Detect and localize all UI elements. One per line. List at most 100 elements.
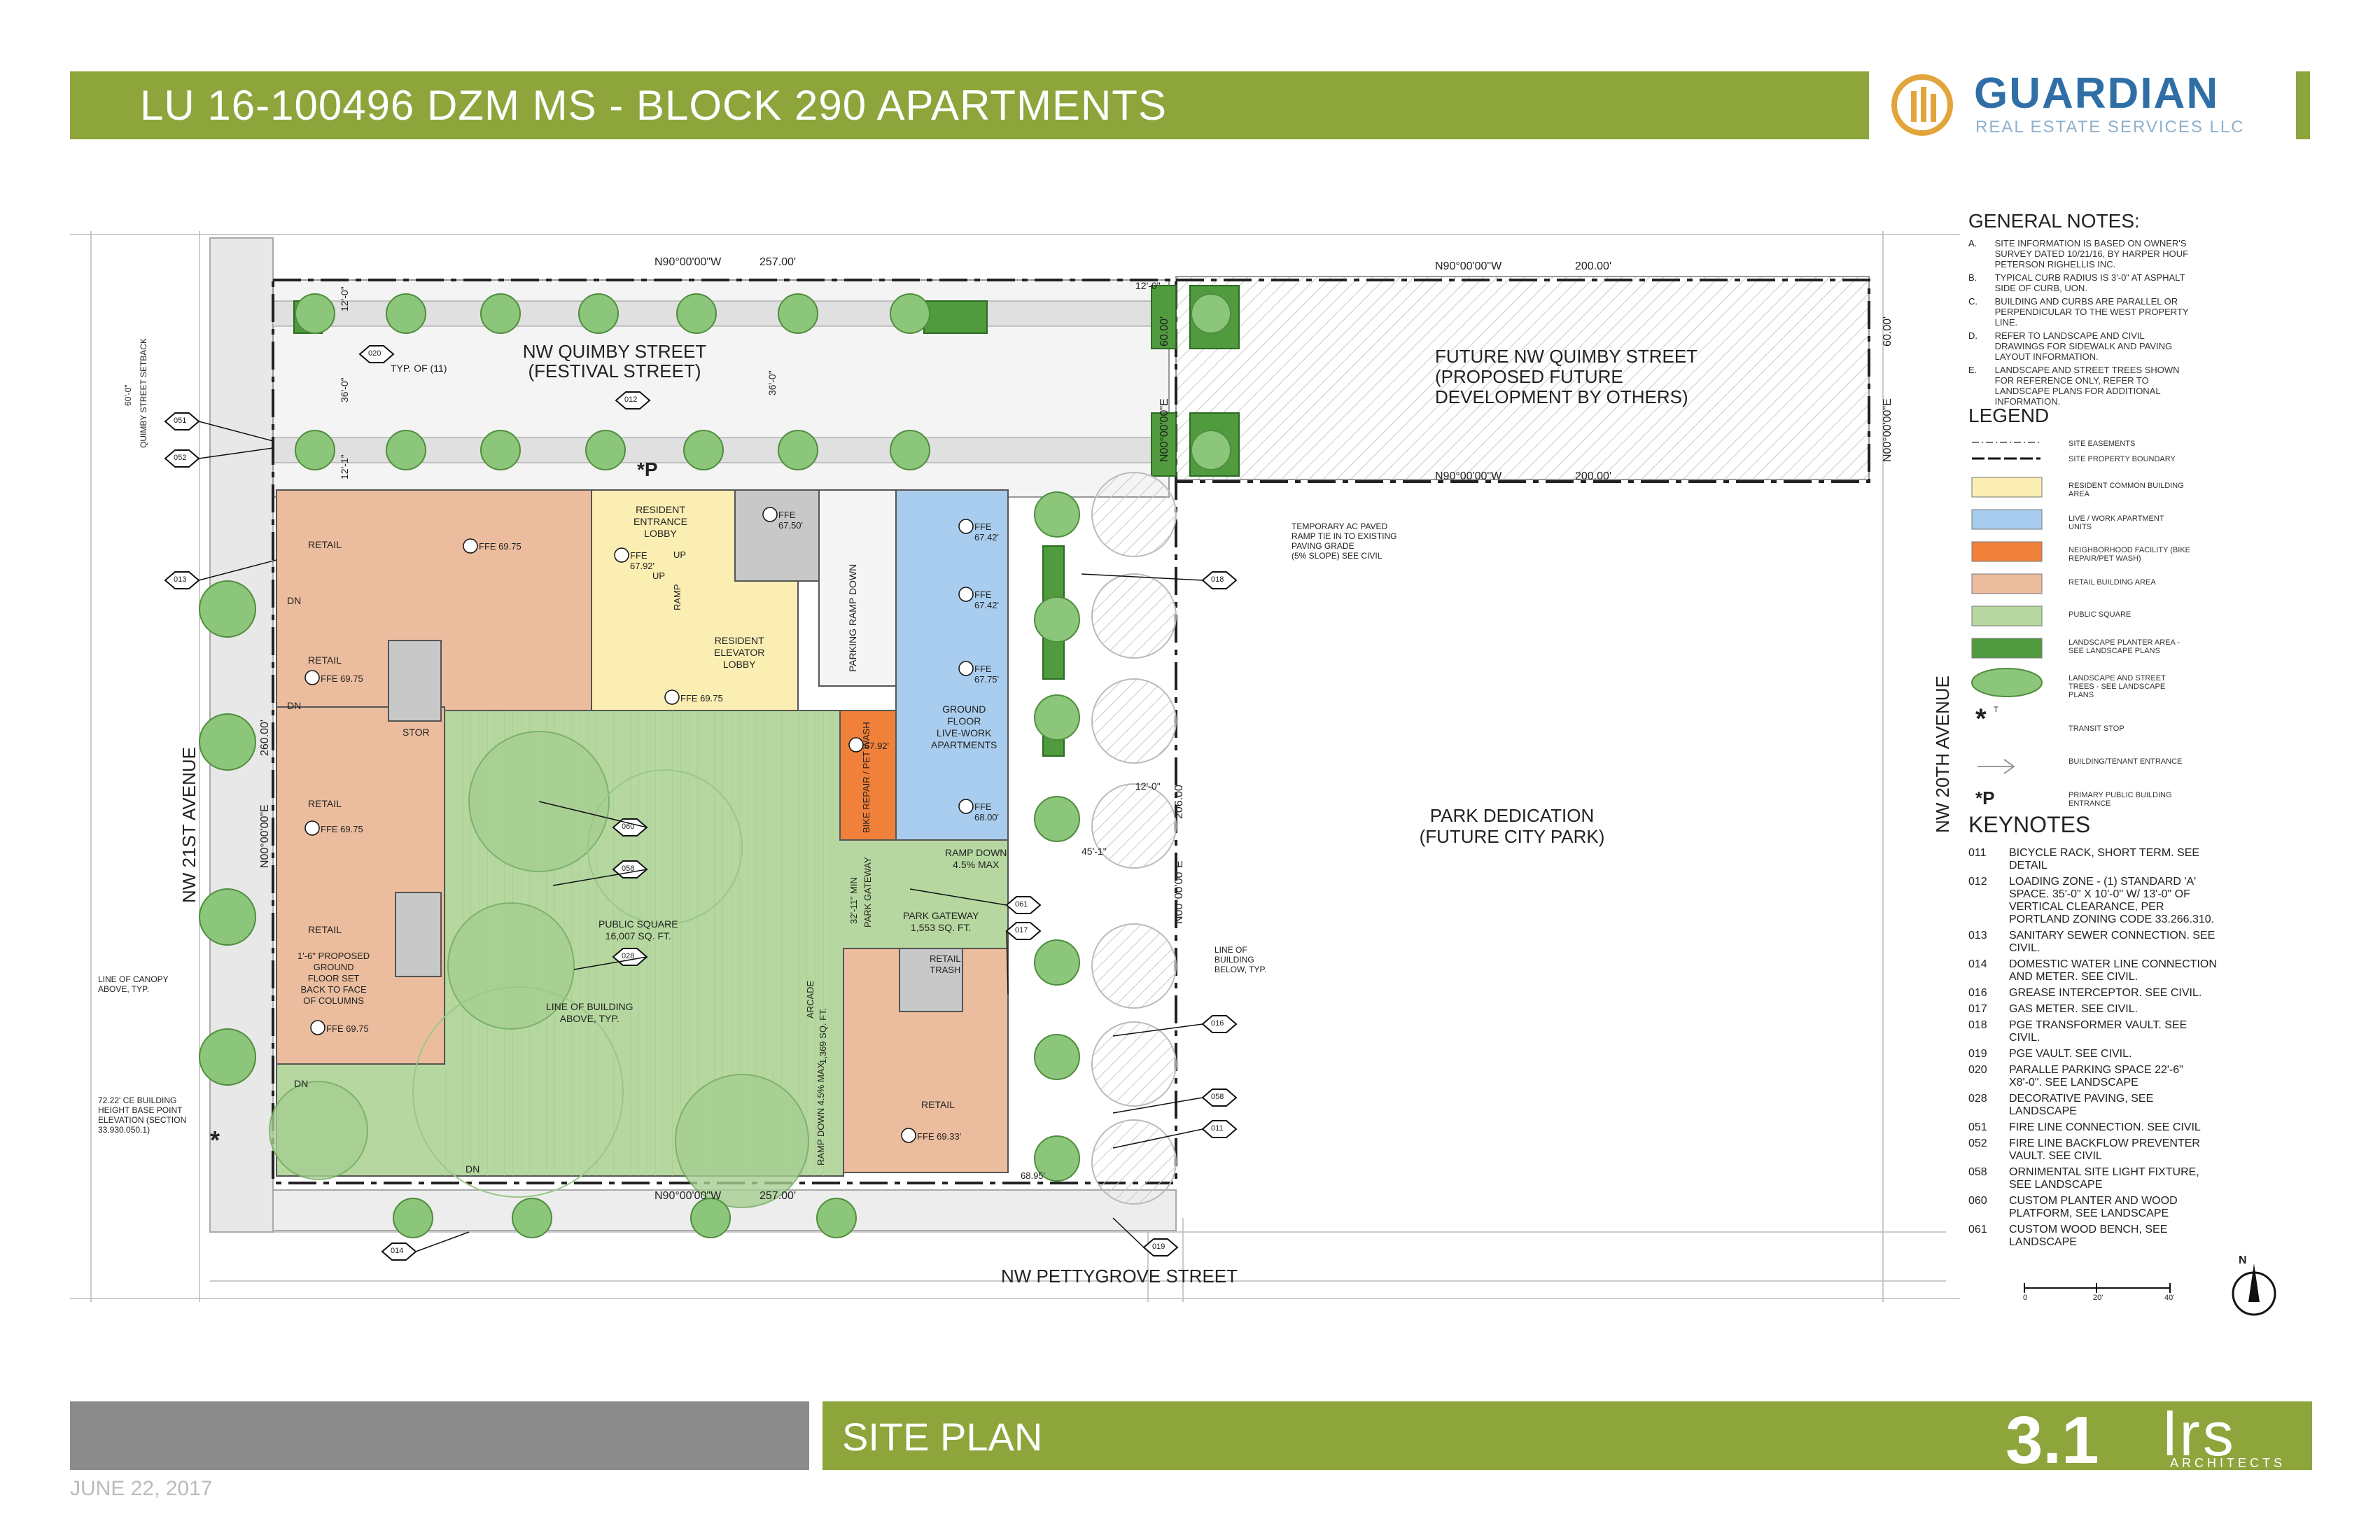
ramp-tie-note: TEMPORARY AC PAVED RAMP TIE IN TO EXISTI… xyxy=(1292,522,1396,561)
note-text: BUILDING AND CURBS ARE PARALLEL OR PERPE… xyxy=(1994,296,2189,328)
note-line: ELEVATION (SECTION xyxy=(98,1115,187,1125)
tag-label: 019 xyxy=(1152,1242,1166,1251)
keynote-text: FIRE LINE CONNECTION. SEE CIVIL xyxy=(2009,1121,2201,1133)
tag-label: 028 xyxy=(622,952,635,960)
ffe-marker-icon xyxy=(664,690,680,705)
ffe-marker-icon xyxy=(848,737,864,752)
ffe-label: FFE 69.75 xyxy=(326,1023,369,1034)
keynote-text: ORNIMENTAL SITE LIGHT FIXTURE, SEE LANDS… xyxy=(2009,1166,2199,1191)
up-label: UP xyxy=(673,550,687,560)
street-tree xyxy=(512,1198,552,1238)
note-line: ABOVE, TYP. xyxy=(98,984,149,994)
label-line: 4.5% MAX xyxy=(953,859,1000,870)
ffe-label: 67.92' xyxy=(864,741,890,751)
note-line: BUILDING xyxy=(1214,955,1254,965)
label-line: BACK TO FACE xyxy=(300,984,367,995)
street-tree xyxy=(386,293,426,334)
label-line: ENTRANCE xyxy=(634,516,688,527)
keynote-text: GAS METER. SEE CIVIL. xyxy=(2009,1003,2138,1015)
legend-transit-t: T xyxy=(1994,706,1998,714)
up-label: UP xyxy=(652,570,666,581)
resident-swatch xyxy=(1971,477,2043,498)
canopy-hatch xyxy=(1091,678,1177,764)
tag-label: 052 xyxy=(174,454,187,462)
keynote-tag-icon xyxy=(1142,1238,1179,1256)
note-line: LINE OF CANOPY xyxy=(98,974,169,984)
tag-label: 060 xyxy=(622,822,635,831)
street-subname: (FESTIVAL STREET) xyxy=(528,360,701,382)
keynote-text: CUSTOM WOOD BENCH, SEE LANDSCAPE xyxy=(2009,1224,2168,1248)
street-tree xyxy=(393,1198,433,1238)
street-tree xyxy=(890,293,930,334)
street-tree xyxy=(1191,293,1231,334)
label-line: PARK GATEWAY xyxy=(903,910,979,921)
issue-date: JUNE 22, 2017 xyxy=(70,1477,213,1500)
note-line: (5% SLOPE) SEE CIVIL xyxy=(1292,551,1382,561)
street-tree xyxy=(1034,796,1080,842)
keynote-code: 058 xyxy=(1968,1166,1987,1178)
canopy-outline xyxy=(412,986,624,1198)
keynote-text: GREASE INTERCEPTOR. SEE CIVIL. xyxy=(2009,987,2202,999)
nw-20th-label: NW 20TH AVENUE xyxy=(1932,676,1953,833)
note-text: REFER TO LANDSCAPE AND CIVIL DRAWINGS FO… xyxy=(1994,330,2173,362)
legend-label: PUBLIC SQUARE xyxy=(2068,610,2132,619)
note-line: BELOW, TYP. xyxy=(1214,965,1267,974)
resident-elevator-label: RESIDENT ELEVATOR LOBBY xyxy=(714,635,764,671)
note-line: TEMPORARY AC PAVED xyxy=(1292,522,1388,531)
street-tree xyxy=(386,430,426,470)
street-tree xyxy=(295,293,335,334)
tag-label: 020 xyxy=(368,349,382,358)
tag-label: 011 xyxy=(1211,1124,1224,1133)
dim-north-length-2: 200.00' xyxy=(1575,260,1611,272)
general-note: D. REFER TO LANDSCAPE AND CIVIL DRAWINGS… xyxy=(1968,330,2192,362)
ffe-value: 67.42' xyxy=(974,532,1000,542)
note-line: PAVING GRADE xyxy=(1292,541,1354,551)
keynote-text: LOADING ZONE - (1) STANDARD 'A' SPACE. 3… xyxy=(2009,876,2215,925)
ffe-text: FFE xyxy=(974,664,992,674)
dim-south-length: 257.00' xyxy=(760,1190,796,1202)
keynote-code: 017 xyxy=(1968,1003,1987,1015)
legend-primary-icon: *P xyxy=(1975,788,1995,808)
future-quimby-label: FUTURE NW QUIMBY STREET (PROPOSED FUTURE… xyxy=(1435,346,1698,407)
ffe-label: 68.95' xyxy=(1021,1170,1046,1181)
canopy-hatch xyxy=(1091,1119,1177,1205)
label-line: GROUND xyxy=(942,704,986,715)
stor-label: STOR xyxy=(402,727,430,738)
keynote-tag-icon xyxy=(615,391,651,410)
keynote-tag-icon xyxy=(1201,1120,1238,1138)
tag-label: 017 xyxy=(1015,926,1028,934)
street-tree xyxy=(199,713,256,771)
dim-far-east-bearing: N00°00'00"E xyxy=(1882,398,1893,462)
keynote-tag-icon xyxy=(1201,571,1238,589)
ffe-label: FFE 67.50' xyxy=(778,510,803,531)
retail-building-w xyxy=(276,706,445,1065)
line-building-below-note: LINE OF BUILDING BELOW, TYP. xyxy=(1214,945,1266,974)
scale-20: 20' xyxy=(2093,1294,2104,1302)
ffe-marker-icon xyxy=(958,661,974,676)
keynote-tag-icon xyxy=(1201,1015,1238,1033)
entrance-arrow-icon xyxy=(1977,759,2015,774)
label-line: TRASH xyxy=(930,965,961,975)
guardian-logo xyxy=(1869,67,2310,143)
retail-trash-label: RETAIL TRASH xyxy=(930,953,961,976)
ffe-text: FFE xyxy=(974,589,992,600)
keynote-tag-icon xyxy=(1005,896,1042,914)
note-letter: D. xyxy=(1968,330,1977,341)
legend-label: LANDSCAPE PLANTER AREA - SEE LANDSCAPE P… xyxy=(2068,638,2180,655)
legend-label: RESIDENT COMMON BUILDING AREA xyxy=(2068,482,2184,498)
ffe-value: 67.75' xyxy=(974,674,1000,685)
height-base-note: 72.22' CE BUILDING HEIGHT BASE POINT ELE… xyxy=(98,1096,186,1135)
street-tree xyxy=(480,430,521,470)
planter xyxy=(1042,545,1065,603)
street-tree xyxy=(676,293,717,334)
keynotes-title: KEYNOTES xyxy=(1968,812,2091,837)
note-line: 72.22' CE BUILDING xyxy=(98,1096,177,1105)
label-line: LOBBY xyxy=(722,659,756,670)
dim-12-0-east: 12'-0" xyxy=(1135,780,1161,792)
tag-label: 012 xyxy=(624,396,638,404)
